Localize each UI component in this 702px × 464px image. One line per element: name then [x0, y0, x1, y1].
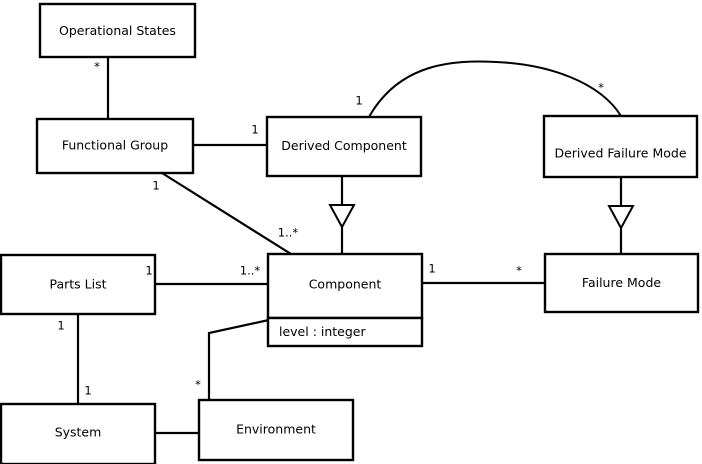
class-box-derived-component[interactable]: Derived Component: [265, 115, 423, 178]
class-box-failure-mode[interactable]: Failure Mode: [543, 252, 700, 314]
class-box-system[interactable]: System: [0, 402, 157, 464]
class-rect-functional-group: [35, 117, 195, 175]
class-name-failure-mode: Failure Mode: [582, 275, 661, 290]
multiplicity-derived-component-one: 1: [251, 123, 258, 137]
multiplicity-derived-component-curve-one: 1: [355, 94, 362, 108]
class-rect-failure-mode: [543, 252, 700, 314]
class-box-operational-states[interactable]: Operational States: [38, 2, 197, 59]
class-name-parts-list: Parts List: [49, 277, 106, 292]
multiplicity-functional-group-component-onestar: 1..*: [278, 226, 299, 240]
multiplicity-parts-list-system-one-top: 1: [57, 319, 64, 333]
class-box-component[interactable]: Component level : integer: [266, 252, 424, 348]
class-name-operational-states: Operational States: [59, 23, 176, 38]
class-attribute-component-level: level : integer: [279, 324, 366, 339]
class-rect-component: [266, 252, 424, 320]
generalization-triangle-derived-component: [328, 204, 356, 230]
class-rect-component-attributes: [266, 316, 424, 348]
class-rect-environment: [197, 398, 355, 462]
multiplicity-derived-failure-mode-curve-star: *: [598, 81, 604, 95]
multiplicity-functional-group-component-one: 1: [152, 179, 159, 193]
multiplicity-operational-states-star: *: [94, 60, 100, 74]
generalization-triangle-derived-failure-mode: [607, 205, 635, 231]
association-derived-component-derived-failure-mode: [368, 60, 622, 118]
class-box-environment[interactable]: Environment: [197, 398, 355, 462]
multiplicity-component-failure-mode-one: 1: [428, 262, 435, 276]
multiplicity-parts-list-one: 1: [145, 264, 152, 278]
class-rect-derived-failure-mode: [542, 114, 699, 179]
class-box-parts-list[interactable]: Parts List: [0, 253, 157, 316]
class-box-derived-failure-mode[interactable]: Derived Failure Mode: [542, 114, 699, 179]
class-name-derived-component: Derived Component: [281, 138, 407, 153]
multiplicity-parts-list-system-one-bottom: 1: [84, 384, 91, 398]
class-name-system: System: [55, 425, 102, 440]
multiplicity-failure-mode-star: *: [516, 264, 522, 278]
class-rect-operational-states: [38, 2, 197, 59]
class-rect-system: [0, 402, 157, 464]
class-rect-derived-component: [265, 115, 423, 178]
class-name-component: Component: [309, 277, 382, 292]
class-name-functional-group: Functional Group: [62, 138, 168, 153]
class-name-environment: Environment: [236, 422, 316, 437]
multiplicity-environment-star: *: [195, 378, 201, 392]
association-component-environment: [207, 316, 279, 400]
class-name-derived-failure-mode: Derived Failure Mode: [554, 146, 686, 161]
class-box-functional-group[interactable]: Functional Group: [35, 117, 195, 175]
class-rect-parts-list: [0, 253, 157, 316]
association-functional-group-component: [161, 172, 292, 255]
multiplicity-parts-list-component-onestar: 1..*: [240, 264, 261, 278]
